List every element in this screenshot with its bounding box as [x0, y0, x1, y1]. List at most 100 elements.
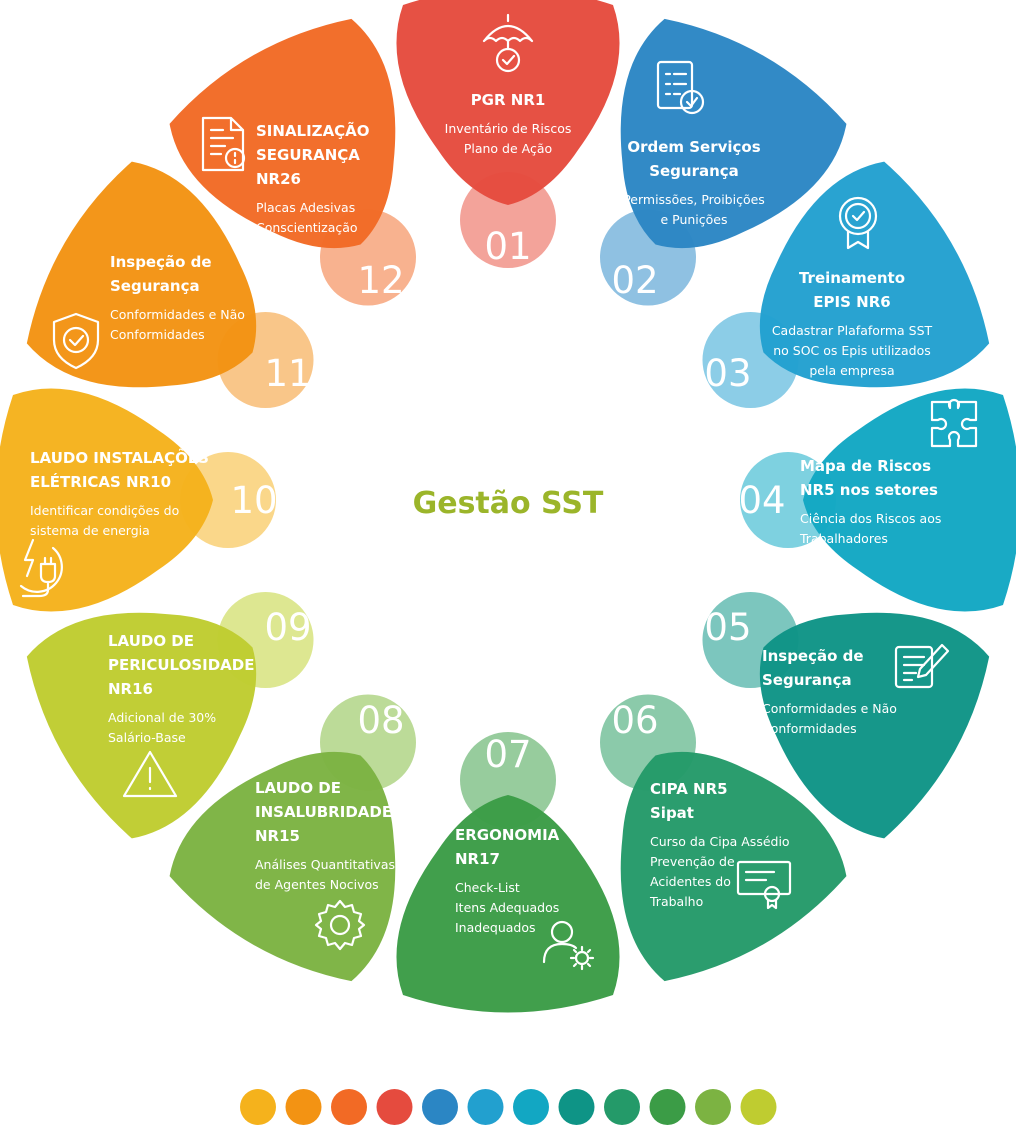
- petal-desc-line: Itens Adequados: [455, 900, 559, 915]
- petal-desc-line: Conformidades: [110, 327, 205, 342]
- petal-number: 11: [264, 352, 311, 395]
- petal-desc-line: sistema de energia: [30, 523, 150, 538]
- legend-dot: [285, 1089, 322, 1125]
- petal-shape: [620, 751, 847, 982]
- petal-title-line: NR16: [108, 680, 153, 698]
- petal-desc-line: de Agentes Nocivos: [255, 877, 379, 892]
- petal-desc-line: Identificar condições do: [30, 503, 179, 518]
- petal: [396, 795, 620, 1013]
- petal-desc-line: Cadastrar Plafaforma SST: [772, 323, 933, 338]
- legend-dot: [558, 1089, 595, 1125]
- petal-desc-line: Conformidades e Não: [110, 307, 245, 322]
- petal-shape: [396, 0, 620, 205]
- petal: [169, 18, 396, 249]
- petal-number: 02: [611, 259, 658, 302]
- petal-desc-line: Inventário de Riscos: [445, 121, 572, 136]
- petals: [0, 0, 1016, 1013]
- petal-title-line: Segurança: [649, 162, 739, 180]
- number-tab: 07: [460, 732, 556, 828]
- petal-title-line: NR15: [255, 827, 300, 845]
- petal-shape: [620, 18, 847, 249]
- petal: [396, 0, 620, 205]
- petal-title-line: INSALUBRIDADE: [255, 803, 392, 821]
- legend-dot: [376, 1089, 413, 1125]
- petal: [803, 388, 1016, 612]
- petal-title-line: PERICULOSIDADE: [108, 656, 254, 674]
- legend-dot: [695, 1089, 731, 1125]
- petal-desc-line: Plano de Ação: [464, 141, 552, 156]
- center-title: Gestão SST: [413, 486, 604, 521]
- tab-shape: [180, 452, 276, 548]
- petal-number: 08: [357, 699, 404, 742]
- legend-dot: [740, 1089, 777, 1125]
- petal-desc-line: Salário-Base: [108, 730, 186, 745]
- petal-shape: [169, 751, 396, 982]
- legend-dot: [240, 1089, 276, 1125]
- legend-dot: [422, 1089, 458, 1125]
- petal-desc-line: Análises Quantitativas: [255, 857, 395, 872]
- petal-title-line: Inspeção de: [762, 647, 864, 665]
- petal-title-line: Segurança: [762, 671, 852, 689]
- petal-desc-line: Curso da Cipa Assédio: [650, 834, 790, 849]
- petal-title-line: LAUDO DE: [255, 779, 341, 797]
- petal-desc-line: no SOC os Epis utilizados: [773, 343, 931, 358]
- petal-title-line: LAUDO DE: [108, 632, 194, 650]
- petal-title-line: SINALIZAÇÃO: [256, 121, 370, 140]
- petal-title-line: Inspeção de: [110, 253, 212, 271]
- shield-check-icon: [52, 312, 100, 370]
- petal-desc-line: Placas Adesivas: [256, 200, 355, 215]
- petal-number: 03: [704, 352, 751, 395]
- petal-shape: [0, 388, 213, 612]
- petal-title-line: Segurança: [110, 277, 200, 295]
- petal-title-line: NR26: [256, 170, 301, 188]
- petal-number: 12: [357, 259, 404, 302]
- petal-number: 10: [230, 479, 277, 522]
- user-gear-icon: [542, 920, 595, 971]
- petal-title-line: NR5 nos setores: [800, 481, 938, 499]
- umbrella-check-icon: [482, 13, 534, 73]
- gear-icon: [314, 899, 366, 951]
- petal-desc-line: Conformidades: [762, 721, 857, 736]
- clipboard-check-icon: [656, 60, 705, 115]
- petal-desc-line: Check-List: [455, 880, 520, 895]
- petal-title-line: ELÉTRICAS NR10: [30, 472, 171, 491]
- petal-desc-line: e Punições: [660, 212, 727, 227]
- petal-title-line: NR17: [455, 850, 500, 868]
- petal-title-line: CIPA NR5: [650, 780, 728, 798]
- petal-number: 07: [484, 733, 531, 776]
- petal-shape: [803, 388, 1016, 612]
- legend-dot: [604, 1089, 640, 1125]
- puzzle-icon: [930, 398, 978, 448]
- certificate-icon: [736, 860, 792, 910]
- petal-title-line: PGR NR1: [471, 91, 546, 109]
- petal: [620, 18, 847, 249]
- petal-desc-line: pela empresa: [809, 363, 894, 378]
- petal: [759, 161, 990, 388]
- petal-desc-line: Trabalho: [649, 894, 703, 909]
- legend-dot: [649, 1089, 686, 1125]
- legend-dots: [240, 1089, 777, 1125]
- petal-number: 06: [611, 699, 658, 742]
- petal-desc-line: Trabalhadores: [799, 531, 888, 546]
- number-tab: 04: [738, 452, 836, 548]
- petal-title-line: Ordem Serviços: [627, 138, 760, 156]
- petal-desc-line: Inadequados: [455, 920, 536, 935]
- petal-shape: [26, 612, 257, 839]
- badge-check-icon: [838, 196, 878, 250]
- electric-plug-icon: [19, 538, 63, 598]
- petal-number: 01: [484, 225, 531, 268]
- petal: [169, 751, 396, 982]
- petal: [0, 388, 213, 612]
- petal-desc-line: Ciência dos Riscos aos: [800, 511, 941, 526]
- petal: [26, 612, 257, 839]
